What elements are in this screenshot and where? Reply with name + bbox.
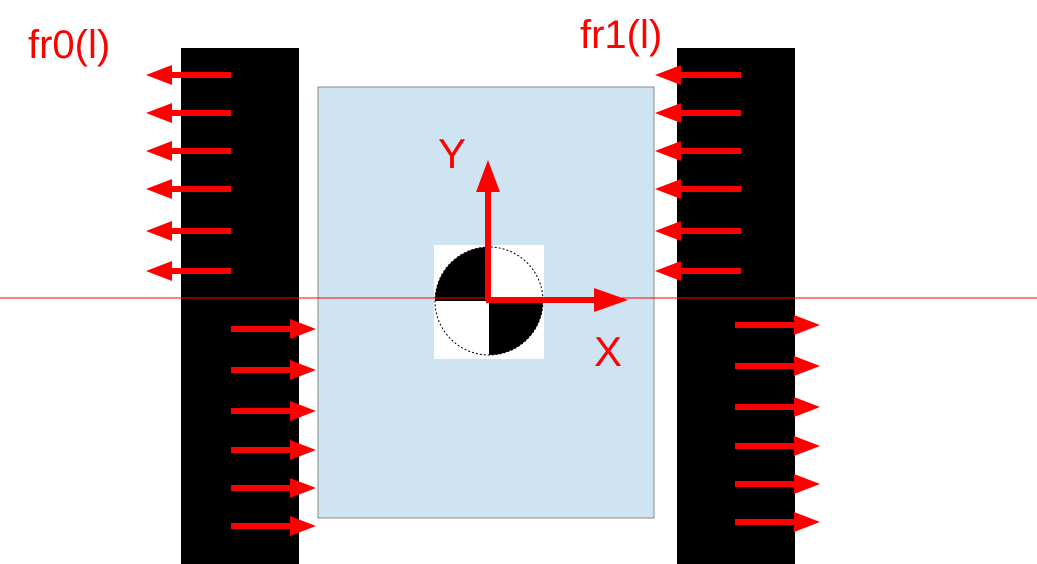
- right-track-lower-force-arrows: [735, 315, 820, 532]
- force-arrow-left-lower-2: [231, 360, 316, 380]
- force-arrow-right-upper-6: [655, 261, 741, 281]
- force-arrow-left-lower-3: [231, 401, 316, 421]
- force-arrow-right-upper-5: [655, 221, 741, 241]
- y-axis-arrow: [476, 160, 500, 300]
- force-arrow-left-lower-6: [231, 516, 316, 536]
- left-track: [181, 48, 299, 564]
- left-track-label: fr0(l): [28, 23, 110, 67]
- left-track-lower-force-arrows: [231, 319, 316, 536]
- force-arrow-right-lower-1: [735, 315, 820, 335]
- force-arrow-right-lower-4: [735, 436, 820, 456]
- force-arrow-left-upper-6: [146, 261, 231, 281]
- right-track-upper-force-arrows: [655, 65, 741, 281]
- force-arrow-right-upper-1: [655, 65, 741, 85]
- x-axis-arrow: [486, 288, 628, 312]
- force-arrow-left-lower-4: [231, 440, 316, 460]
- left-track-upper-force-arrows: [146, 65, 231, 281]
- force-arrow-left-lower-1: [231, 319, 316, 339]
- force-arrow-left-upper-2: [146, 103, 231, 123]
- force-arrow-left-upper-3: [146, 141, 231, 161]
- right-track-label: fr1(l): [580, 13, 662, 57]
- force-arrow-right-lower-3: [735, 397, 820, 417]
- force-arrow-left-upper-4: [146, 179, 231, 199]
- force-arrow-right-upper-3: [655, 141, 741, 161]
- force-arrow-left-lower-5: [231, 478, 316, 498]
- x-axis-label: X: [594, 328, 622, 375]
- force-arrow-left-upper-5: [146, 221, 231, 241]
- force-arrow-right-lower-2: [735, 356, 820, 376]
- y-axis-label: Y: [438, 130, 466, 177]
- right-track: [677, 48, 795, 564]
- force-arrow-right-upper-4: [655, 179, 741, 199]
- force-arrow-right-lower-5: [735, 474, 820, 494]
- force-arrow-right-lower-6: [735, 512, 820, 532]
- force-arrow-right-upper-2: [655, 103, 741, 123]
- force-arrow-left-upper-1: [146, 65, 231, 85]
